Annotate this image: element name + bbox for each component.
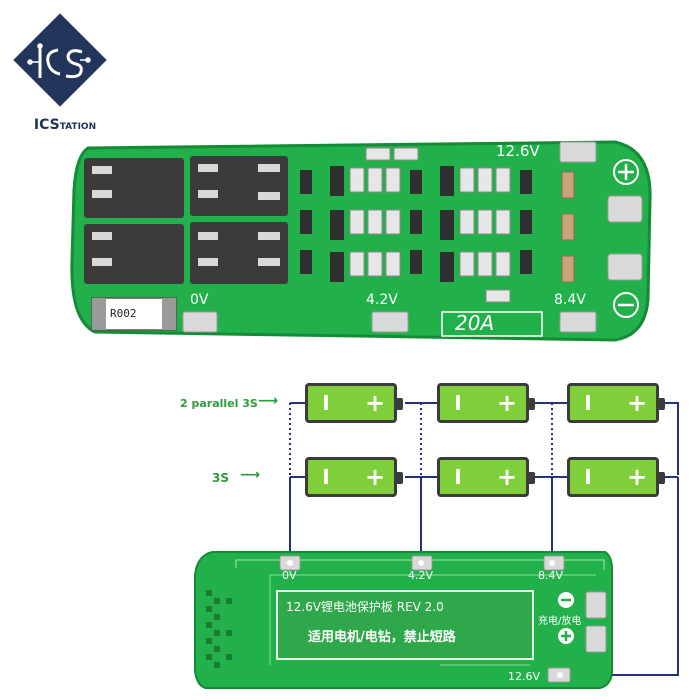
bottom-label-4v2: 4.2V bbox=[408, 569, 434, 582]
row-label-parallel: 2 parallel 3S bbox=[180, 397, 258, 410]
brand-name-small: TATION bbox=[59, 122, 97, 132]
cell-positive-label: + bbox=[364, 463, 386, 491]
top-label-8v4: 8.4V bbox=[554, 292, 586, 308]
battery-cell: I+ bbox=[567, 383, 665, 423]
board-warning-text: 适用电机/电钻，禁止短路 bbox=[308, 630, 456, 645]
cell-positive-label: + bbox=[626, 389, 648, 417]
cell-negative-label: I bbox=[322, 465, 330, 489]
cell-positive-label: + bbox=[364, 389, 386, 417]
top-pcb-board bbox=[70, 140, 652, 342]
battery-cell: I+ bbox=[567, 457, 665, 497]
charge-discharge-label: 充电/放电 bbox=[538, 616, 582, 627]
cell-positive-label: + bbox=[496, 463, 518, 491]
cell-positive-label: + bbox=[626, 463, 648, 491]
arrow-right-icon: ⟶ bbox=[258, 393, 279, 409]
brand-name-big: ICS bbox=[33, 117, 60, 133]
cell-negative-label: I bbox=[584, 391, 592, 415]
board-title: 12.6V锂电池保护板 REV 2.0 bbox=[286, 600, 444, 614]
cell-negative-label: I bbox=[584, 465, 592, 489]
bottom-label-0v: 0V bbox=[282, 569, 297, 582]
top-label-0v: 0V bbox=[190, 292, 209, 308]
row-label-series: 3S bbox=[212, 471, 229, 485]
battery-cell: I+ bbox=[437, 383, 535, 423]
top-label-12v6: 12.6V bbox=[496, 142, 540, 160]
cell-positive-label: + bbox=[496, 389, 518, 417]
battery-cell: I+ bbox=[437, 457, 535, 497]
bottom-label-8v4: 8.4V bbox=[538, 569, 564, 582]
battery-cell: I+ bbox=[305, 383, 403, 423]
cell-negative-label: I bbox=[322, 391, 330, 415]
arrow-right-icon: ⟶ bbox=[240, 467, 261, 483]
cell-negative-label: I bbox=[454, 465, 462, 489]
brand-logo bbox=[13, 13, 107, 107]
current-rating-label: 20A bbox=[455, 311, 495, 335]
bottom-label-12v6: 12.6V bbox=[508, 670, 541, 683]
battery-cell: I+ bbox=[305, 457, 403, 497]
sense-resistor-label: R002 bbox=[110, 307, 137, 320]
top-label-4v2: 4.2V bbox=[366, 292, 398, 308]
board-info-panel: 12.6V锂电池保护板 REV 2.0 适用电机/电钻，禁止短路 bbox=[276, 590, 534, 660]
brand-wordmark: ICSTATION bbox=[20, 117, 110, 133]
cell-negative-label: I bbox=[454, 391, 462, 415]
